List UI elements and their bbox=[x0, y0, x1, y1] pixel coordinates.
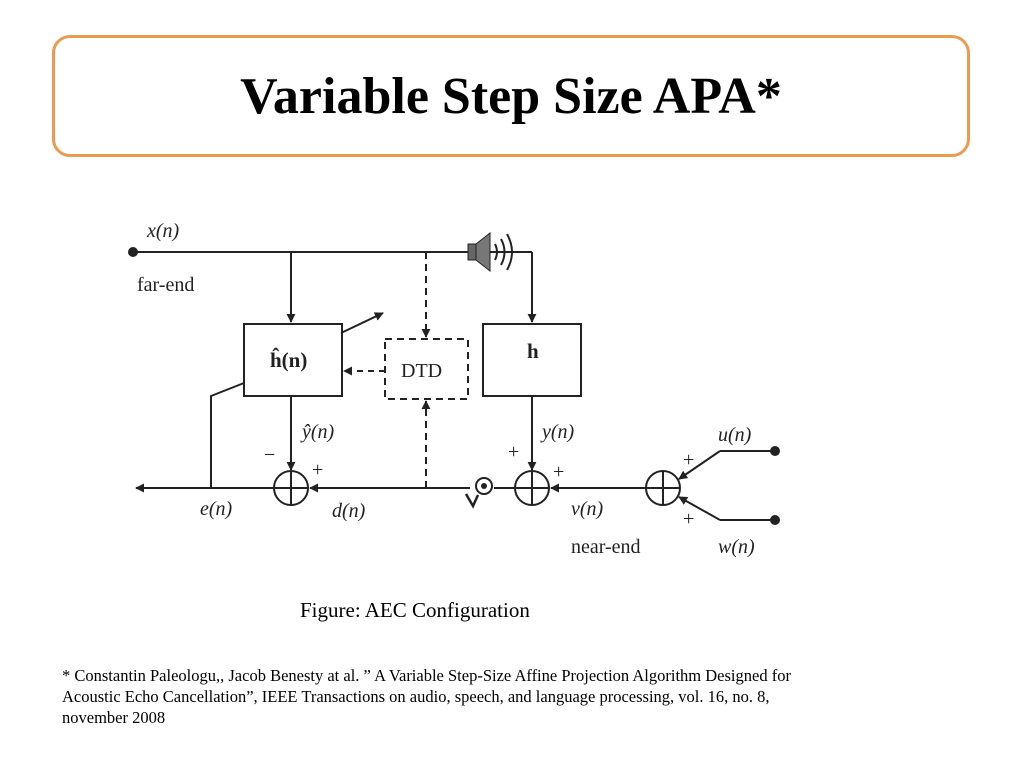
label-hhat: ĥ(n) bbox=[270, 347, 307, 372]
dtd-box bbox=[384, 338, 469, 400]
label-u-n: u(n) bbox=[718, 424, 752, 446]
label-plus-echo-right: + bbox=[553, 461, 564, 483]
echo-summer bbox=[514, 470, 550, 506]
reference: * Constantin Paleologu,, Jacob Benesty a… bbox=[62, 665, 962, 728]
label-near-end: near-end bbox=[571, 536, 641, 558]
label-plus-echo-top: + bbox=[508, 441, 519, 463]
label-plus-error: + bbox=[312, 459, 323, 481]
label-dtd: DTD bbox=[401, 360, 442, 382]
arrow-u-to-sum bbox=[678, 450, 721, 480]
label-w-n: w(n) bbox=[718, 536, 755, 558]
figure-caption: Figure: AEC Configuration bbox=[300, 598, 530, 622]
slide-title: Variable Step Size APA* bbox=[240, 67, 782, 125]
label-far-end: far-end bbox=[137, 274, 194, 296]
speaker-icon bbox=[467, 231, 513, 273]
arrow-w-to-sum bbox=[678, 496, 721, 521]
label-x-n: x(n) bbox=[146, 220, 180, 242]
microphone-icon bbox=[464, 477, 493, 509]
label-d-n: d(n) bbox=[332, 500, 366, 522]
error-summer bbox=[273, 470, 309, 506]
label-v-n: v(n) bbox=[571, 498, 604, 520]
label-minus: − bbox=[264, 444, 275, 466]
reference-line-1: * Constantin Paleologu,, Jacob Benesty a… bbox=[62, 666, 791, 685]
near-end-summer bbox=[645, 470, 681, 506]
label-yhat-n: ŷ(n) bbox=[300, 421, 335, 443]
reference-line-3: november 2008 bbox=[62, 708, 166, 727]
label-plus-w: + bbox=[683, 508, 694, 530]
adaptation-arrow bbox=[340, 312, 384, 334]
error-feedback-line bbox=[210, 382, 245, 488]
label-h: h bbox=[527, 339, 539, 363]
label-plus-u: + bbox=[683, 449, 694, 471]
adaptive-filter-box bbox=[243, 323, 343, 397]
label-e-n: e(n) bbox=[200, 498, 233, 520]
reference-line-2: Acoustic Echo Cancellation”, IEEE Transa… bbox=[62, 687, 770, 706]
label-y-n: y(n) bbox=[540, 421, 575, 443]
title-box: Variable Step Size APA* bbox=[52, 35, 970, 157]
